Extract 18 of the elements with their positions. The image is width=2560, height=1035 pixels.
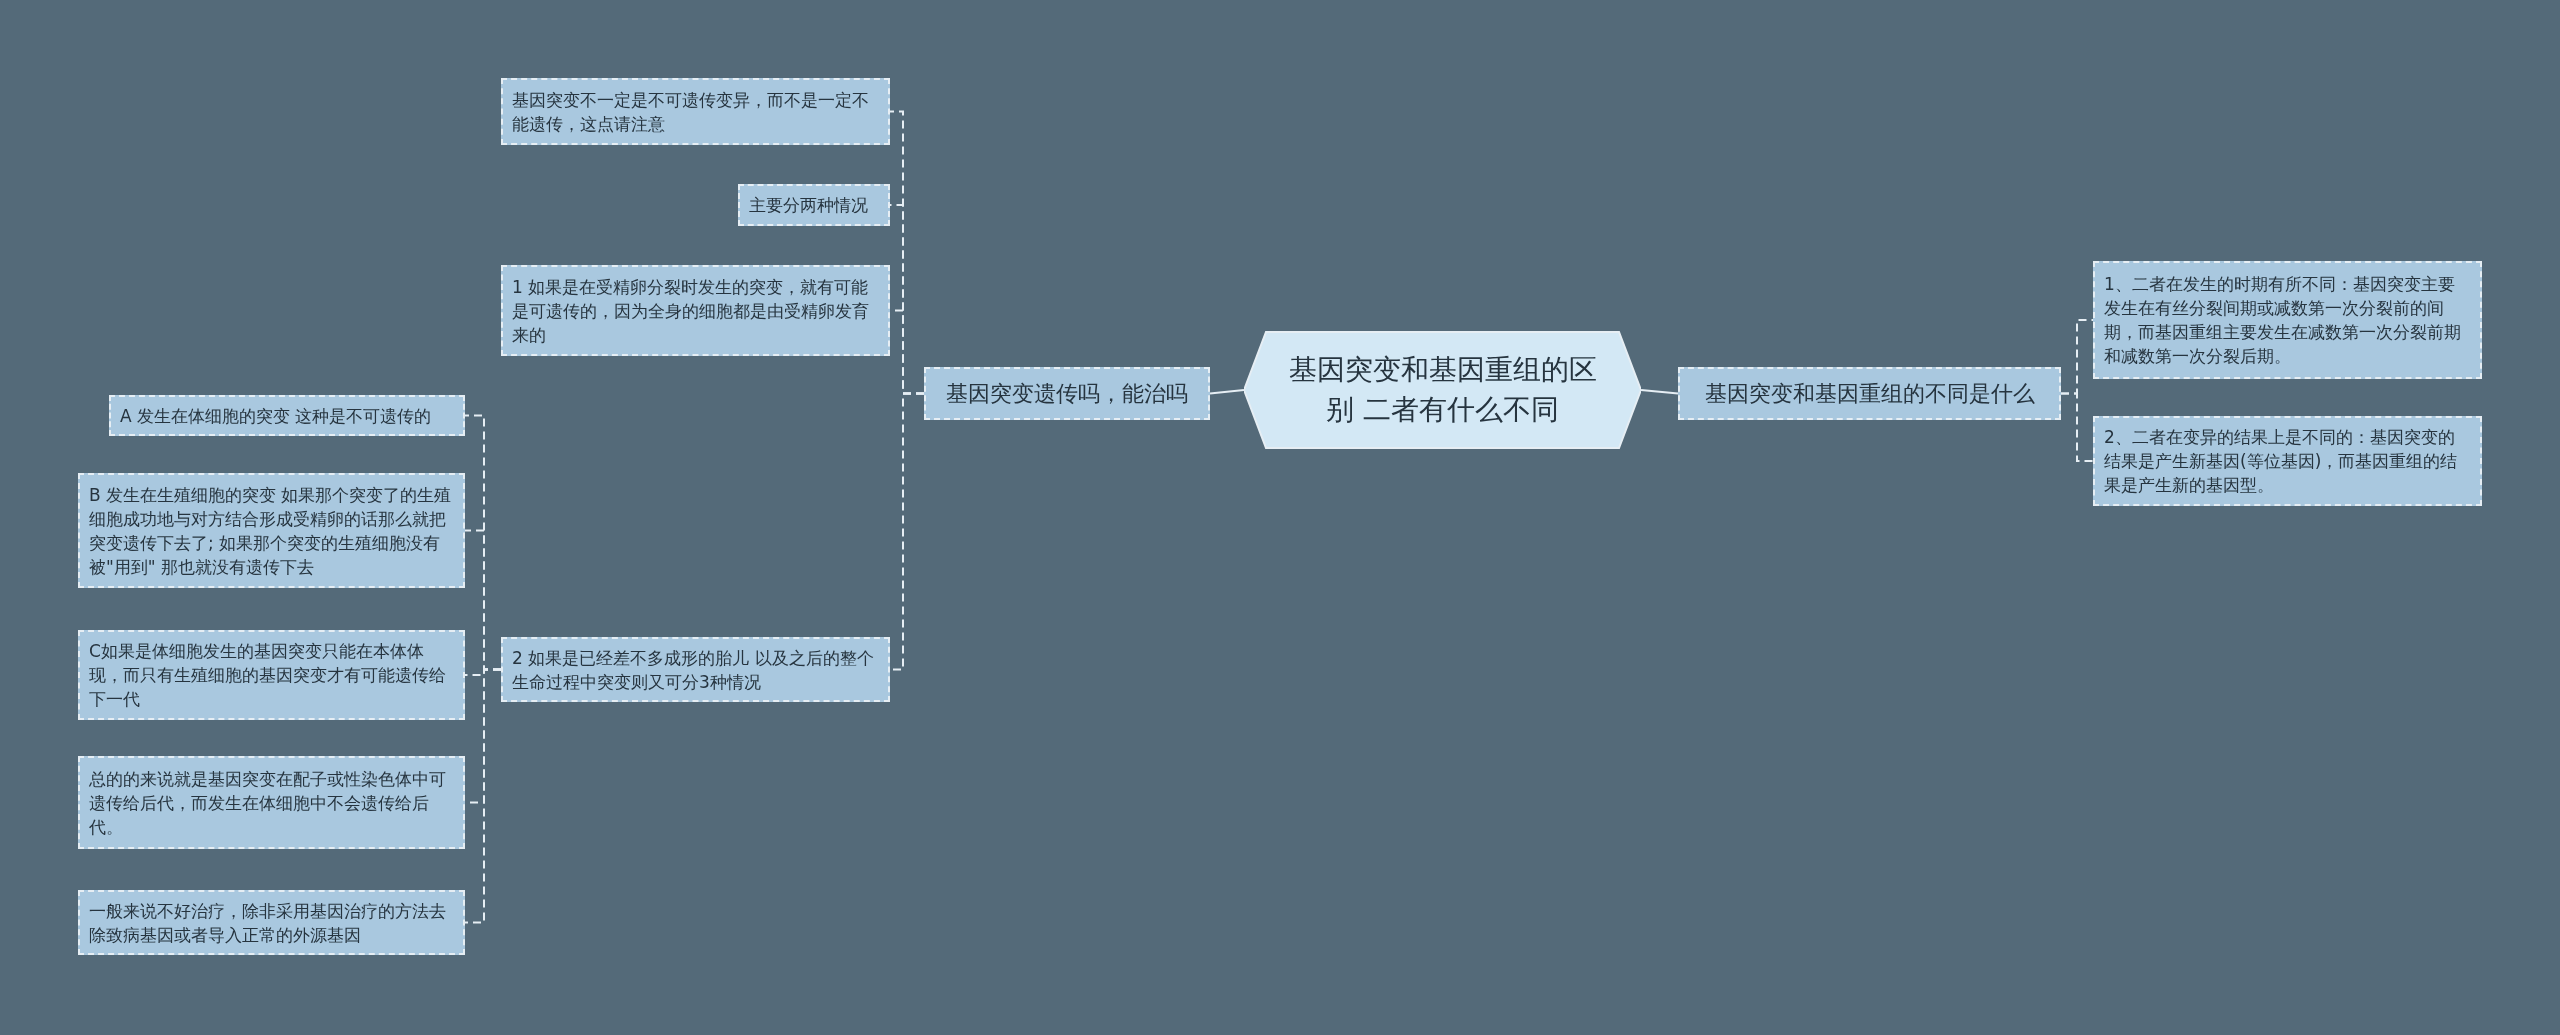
subtopic-box: 2 如果是已经差不多成形的胎儿 以及之后的整个生命过程中突变则又可分3种情况 <box>501 637 890 702</box>
subtopic-box: 主要分两种情况 <box>738 184 890 226</box>
subtopic-box: 1、二者在发生的时期有所不同：基因突变主要发生在有丝分裂间期或减数第一次分裂前的间期，而基因重组主要发生在减数第一次分裂前期和减数第一次分裂后期。 <box>2093 261 2482 379</box>
connector-line <box>1640 389 1679 395</box>
topic-box: 基因突变和基因重组的不同是什么 <box>1678 367 2061 420</box>
subtopic-box: 1 如果是在受精卵分裂时发生的突变，就有可能是可遗传的，因为全身的细胞都是由受精卵发育来的 <box>501 265 890 356</box>
subtopic-box: C如果是体细胞发生的基因突变只能在本体体现，而只有生殖细胞的基因突变才有可能遗传给下一代 <box>78 630 465 720</box>
connector-line <box>1209 389 1245 395</box>
subtopic-box: A 发生在体细胞的突变 这种是不可遗传的 <box>109 395 465 436</box>
central-topic-hexagon: 基因突变和基因重组的区别 二者有什么不同 <box>1244 331 1641 449</box>
subtopic-box: 一般来说不好治疗，除非采用基因治疗的方法去除致病基因或者导入正常的外源基因 <box>78 890 465 955</box>
topic-box: 基因突变遗传吗，能治吗 <box>924 367 1210 420</box>
subtopic-box: 2、二者在变异的结果上是不同的：基因突变的结果是产生新基因(等位基因)，而基因重组的结果是产生新的基因型。 <box>2093 416 2482 506</box>
subtopic-box: 总的的来说就是基因突变在配子或性染色体中可遗传给后代，而发生在体细胞中不会遗传给后代。 <box>78 756 465 849</box>
connector-line <box>464 668 502 924</box>
connector-line <box>2060 392 2094 462</box>
subtopic-box: 基因突变不一定是不可遗传变异，而不是一定不能遗传，这点请注意 <box>501 78 890 145</box>
subtopic-box: B 发生在生殖细胞的突变 如果那个突变了的生殖细胞成功地与对方结合形成受精卵的话那么就把突变遗传下去了; 如果那个突变的生殖细胞没有被"用到" 那也就没有遗传下去 <box>78 473 465 588</box>
